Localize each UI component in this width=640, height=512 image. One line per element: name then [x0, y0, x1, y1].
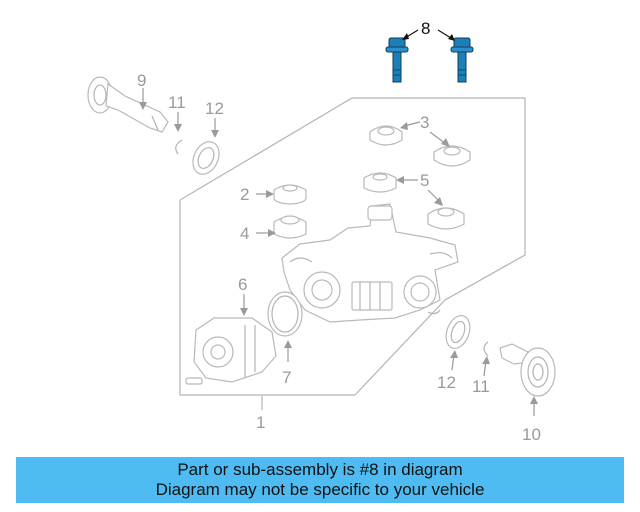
callout-6: 6	[238, 275, 247, 294]
callout-3: 3	[420, 113, 429, 132]
callout-4: 4	[240, 224, 249, 243]
info-banner: Part or sub-assembly is #8 in diagram Di…	[16, 457, 624, 503]
part-3-mount-left	[369, 125, 403, 146]
callout-numbers: 8 9 11 12 3 5 2 4 6 7 1 12 11 10	[137, 19, 541, 444]
part-12-seal-left	[192, 141, 220, 175]
part-5-mount-right	[427, 207, 465, 230]
callout-12-right: 12	[437, 373, 456, 392]
assembly-frame	[179, 97, 526, 410]
banner-line-1: Part or sub-assembly is #8 in diagram	[177, 460, 463, 479]
part-5-mount-left	[363, 172, 397, 193]
part-10-flange-shaft	[499, 343, 556, 397]
callout-11-left: 11	[168, 93, 186, 112]
differential-housing	[281, 203, 459, 323]
part-4-mount	[273, 215, 307, 239]
callout-5: 5	[420, 171, 429, 190]
callout-11-right: 11	[472, 377, 490, 396]
part-11-clip-right	[483, 341, 489, 357]
callout-1: 1	[256, 413, 265, 432]
callout-2: 2	[240, 185, 249, 204]
callout-7: 7	[282, 368, 291, 387]
leader-arrows	[139, 29, 538, 416]
callout-9: 9	[137, 71, 146, 90]
banner-line-2: Diagram may not be specific to your vehi…	[155, 480, 485, 499]
callout-12-left: 12	[205, 99, 224, 118]
part-8-bolt-right[interactable]	[450, 37, 474, 83]
callout-8: 8	[421, 19, 430, 38]
part-12-seal-right	[445, 314, 471, 350]
callout-10: 10	[522, 425, 541, 444]
part-6-unit	[185, 317, 277, 385]
part-11-clip-left	[175, 139, 183, 155]
part-2-mount	[273, 184, 307, 205]
part-3-mount-right	[433, 145, 471, 167]
part-7-o-ring	[267, 291, 303, 337]
part-8-bolt-left[interactable]	[385, 37, 409, 83]
part-9-axle-shaft	[87, 76, 169, 133]
